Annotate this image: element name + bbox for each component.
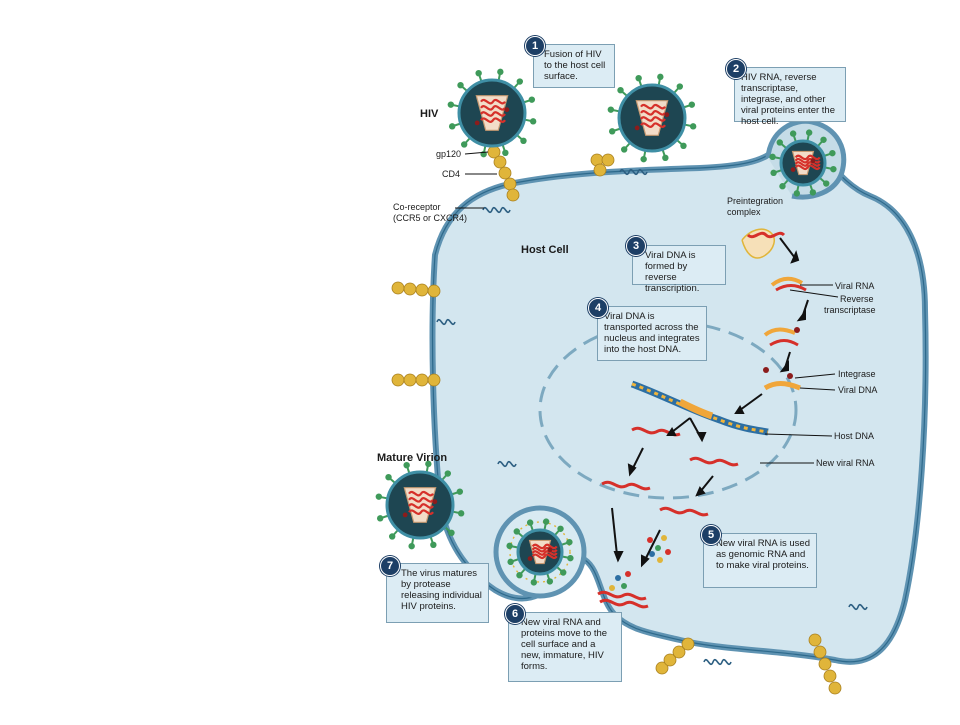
coreceptor-coil-3 <box>436 318 456 326</box>
step-2-number: 2 <box>726 59 746 79</box>
preintegration-rna <box>746 231 786 239</box>
preintegration-label-line1: Preintegration <box>727 196 784 206</box>
new-rna-4 <box>659 506 709 517</box>
cell-membrane-outline <box>431 140 927 663</box>
step-3-box: Viral DNA is formed by reverse transcrip… <box>632 245 726 294</box>
coreceptor-coil-6 <box>848 603 868 611</box>
hiv-virion-free <box>447 68 537 158</box>
step-3-text: Viral DNA is formed by reverse transcrip… <box>645 250 700 294</box>
step-4-text: Viral DNA is transported across the nucl… <box>604 311 700 355</box>
step-1-text: Fusion of HIV to the host cell surface. <box>544 49 606 82</box>
step-7-number: 7 <box>380 556 400 576</box>
cd4-receptor-1 <box>487 145 520 202</box>
cd4-receptor-4 <box>391 373 441 387</box>
coreceptor-coil-5 <box>703 658 732 666</box>
viral-rna-label: Viral RNA <box>835 281 875 291</box>
step-6-number: 6 <box>505 604 525 624</box>
step-6-box: New viral RNA and proteins move to the c… <box>508 612 622 682</box>
step-4-box: Viral DNA is transported across the nucl… <box>597 306 707 361</box>
cd4-receptor-6 <box>808 633 842 695</box>
process-arrows <box>611 237 809 568</box>
hiv-virion-entering <box>769 129 837 197</box>
host-dna-label: Host DNA <box>834 431 875 441</box>
leader-lines <box>455 151 839 464</box>
rt-complexes <box>741 228 807 391</box>
step-7-box: The virus matures by protease releasing … <box>386 563 489 623</box>
cd4-receptor-2 <box>590 153 615 177</box>
rt-rna-strand-2 <box>775 284 807 292</box>
step-2-text: HIV RNA, reverse transcriptase, integras… <box>741 72 835 127</box>
cd4-label: CD4 <box>442 169 461 179</box>
reverse-transcriptase-label-line2: transcriptase <box>824 305 876 315</box>
cd4-receptor-5 <box>655 637 695 675</box>
host-dna <box>630 380 769 436</box>
coreceptor-label-line1: Co-receptor <box>393 202 441 212</box>
step-3-number: 3 <box>626 236 646 256</box>
mature-virion <box>375 460 465 550</box>
mature-virion-label: Mature Virion <box>377 452 448 464</box>
coreceptor-label-line2: (CCR5 or CXCR4) <box>393 213 468 223</box>
new-rna-5 <box>597 590 647 601</box>
viral-proteins <box>609 535 671 591</box>
step-4-number: 4 <box>588 298 608 318</box>
new-rna-6 <box>599 598 649 609</box>
step-5-text: New viral RNA is used as genomic RNA and… <box>716 538 810 571</box>
host-cell-label: Host Cell <box>521 244 569 256</box>
step-2-box: HIV RNA, reverse transcriptase, integras… <box>734 67 846 127</box>
preintegration-label-line2: complex <box>727 207 761 217</box>
step-5-number: 5 <box>701 525 721 545</box>
coreceptor-coil-1 <box>482 206 511 214</box>
new-rna-3 <box>601 480 651 491</box>
vesicle-protein-ring <box>509 521 571 583</box>
gp120-label: gp120 <box>436 149 462 159</box>
hiv-label: HIV <box>420 108 439 120</box>
coreceptor-coils <box>436 168 868 666</box>
hiv-virion-fusing <box>607 73 697 163</box>
new-rna-2 <box>689 456 739 467</box>
integrase-label: Integrase <box>838 369 876 379</box>
rt-rna-strand-3 <box>763 327 796 337</box>
step-1-box: Fusion of HIV to the host cell surface. <box>533 44 615 88</box>
immature-virion <box>506 518 574 586</box>
step-6-text: New viral RNA and proteins move to the c… <box>521 617 608 672</box>
step-1-number: 1 <box>525 36 545 56</box>
coreceptor-coil-2 <box>619 168 648 176</box>
integrated-viral-dna <box>678 398 714 420</box>
reverse-transcriptase-label-line1: Reverse <box>840 294 874 304</box>
coreceptor-coil-4 <box>497 460 517 468</box>
viral-dna-label: Viral DNA <box>838 385 878 395</box>
rt-rna-strand-4 <box>769 339 799 347</box>
step-7-text: The virus matures by protease releasing … <box>401 568 482 612</box>
rt-rna-strand-1 <box>770 276 804 287</box>
step-5-box: New viral RNA is used as genomic RNA and… <box>703 533 817 588</box>
cd4-receptor-3 <box>391 281 441 298</box>
new-viral-rna-label: New viral RNA <box>816 458 875 468</box>
cd4-receptors <box>391 145 842 695</box>
viral-dna-strand <box>763 381 801 391</box>
